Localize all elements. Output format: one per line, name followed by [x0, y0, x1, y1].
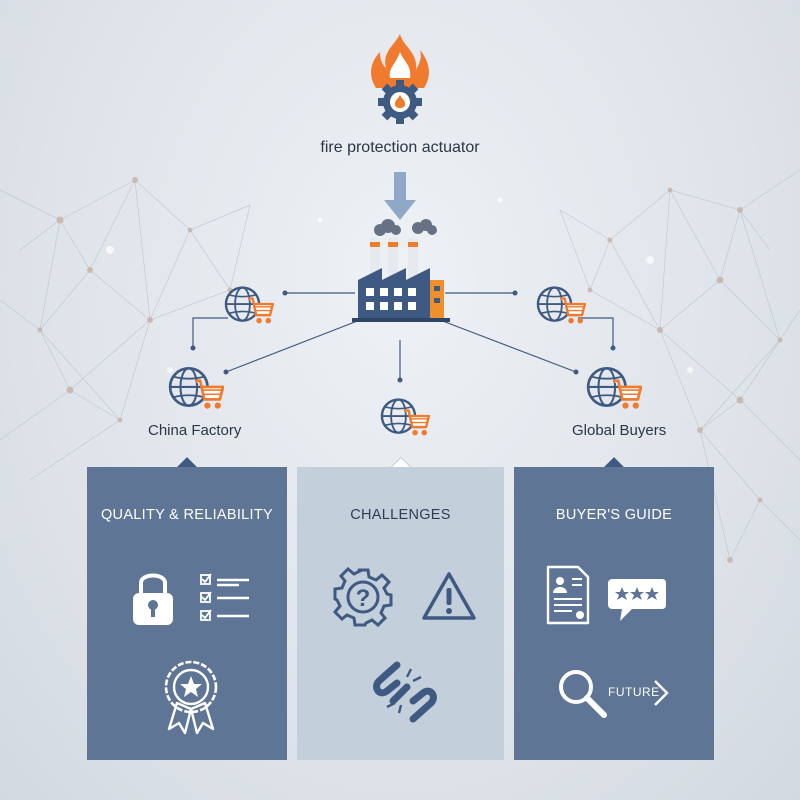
chevron-right-icon [654, 680, 669, 706]
down-arrow-icon [384, 172, 416, 220]
award-badge-icon [164, 660, 218, 735]
broken-chain-icon [373, 661, 437, 723]
globe-cart-icon [378, 394, 430, 440]
lock-icon [133, 573, 173, 625]
flame-gear-icon [371, 34, 429, 124]
document-icon [546, 565, 590, 625]
magnifier-icon [559, 670, 607, 718]
global-buyers-label: Global Buyers [572, 422, 667, 439]
globe-cart-icon [222, 282, 274, 328]
globe-cart-icon [166, 362, 224, 414]
globe-cart-icon [534, 282, 586, 328]
checklist-icon [200, 573, 249, 621]
page-title: fire protection actuator [320, 139, 480, 156]
china-factory-label: China Factory [148, 422, 242, 439]
future-label: FUTURE [608, 685, 660, 699]
challenges-panel-title: CHALLENGES [350, 507, 451, 523]
factory-icon [352, 219, 450, 322]
quality-panel-title: QUALITY & RELIABILITY [100, 507, 274, 523]
challenges-panel: CHALLENGES ? [297, 467, 504, 760]
question-gear-icon: ? [333, 567, 393, 627]
svg-text:?: ? [356, 585, 371, 612]
buyers-guide-panel: BUYER'S GUIDE FUTURE [514, 467, 714, 760]
rating-bubble-icon [608, 579, 666, 621]
globe-cart-icon [584, 362, 642, 414]
buyers-guide-panel-title: BUYER'S GUIDE [555, 507, 673, 523]
quality-panel: QUALITY & RELIABILITY [87, 467, 287, 760]
warning-icon [422, 572, 476, 620]
